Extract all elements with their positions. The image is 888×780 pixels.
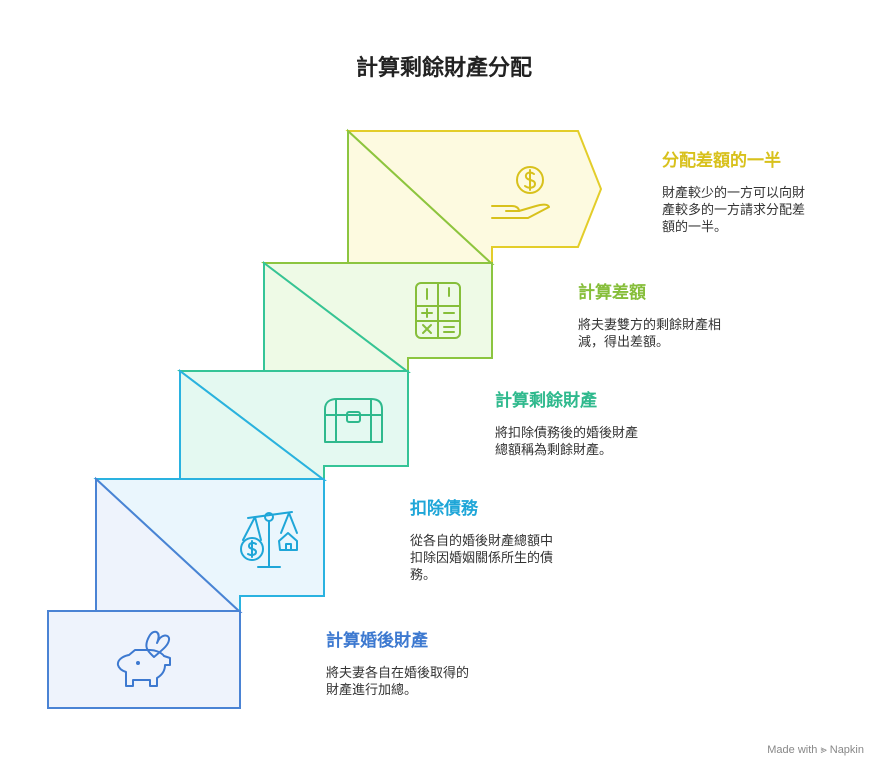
step-2-block — [93, 476, 325, 615]
step-2-desc-line: 從各自的婚後財產總額中 — [410, 534, 554, 549]
step-2-desc-line: 扣除因婚姻關係所生的債 — [410, 551, 554, 566]
step-1-block — [47, 610, 241, 709]
made-with-label: Made with — [767, 744, 818, 756]
step-1-desc-line: 將夫妻各自在婚後取得的 — [326, 666, 470, 681]
calculator-icon — [415, 282, 461, 339]
step-3-block — [177, 368, 409, 483]
diagram-title: 計算剩餘財產分配 — [355, 56, 532, 81]
step-3-desc-line: 總額稱為剩餘財產。 — [495, 443, 613, 458]
step-3-text: 計算剩餘財產 將扣除債務後的婚後財產 總額稱為剩餘財產。 — [495, 386, 775, 459]
step-4-desc-line: 將夫妻雙方的剩餘財產相 — [578, 318, 722, 333]
step-4-desc-line: 減，得出差額。 — [578, 335, 670, 350]
treasure-chest-icon — [324, 398, 383, 443]
step-3-description: 將扣除債務後的婚後財產 總額稱為剩餘財產。 — [495, 425, 775, 459]
step-4-heading: 計算差額 — [578, 283, 646, 303]
step-5-description: 財產較少的一方可以向財 產較多的一方請求分配差 額的一半。 — [662, 185, 888, 236]
scale-coin-house-icon — [240, 511, 298, 568]
step-5-desc-line: 產較多的一方請求分配差 — [662, 203, 806, 218]
step-4-description: 將夫妻雙方的剩餘財產相 減，得出差額。 — [578, 317, 858, 351]
step-5-desc-line: 財產較少的一方可以向財 — [662, 186, 806, 201]
step-1-text: 計算婚後財產 將夫妻各自在婚後取得的 財產進行加總。 — [326, 626, 606, 699]
step-1-description: 將夫妻各自在婚後取得的 財產進行加總。 — [326, 665, 606, 699]
step-1-heading: 計算婚後財產 — [326, 631, 428, 651]
napkin-brand-label: Napkin — [829, 744, 864, 756]
step-3-heading: 計算剩餘財產 — [495, 391, 597, 411]
napkin-watermark[interactable]: Made with ⪢ Napkin — [767, 744, 864, 757]
step-5-block — [345, 128, 603, 267]
step-5-text: 分配差額的一半 財產較少的一方可以向財 產較多的一方請求分配差 額的一半。 — [662, 146, 888, 236]
step-4-text: 計算差額 將夫妻雙方的剩餘財產相 減，得出差額。 — [578, 278, 858, 351]
piggy-bank-heart-icon — [116, 630, 171, 687]
step-4-block — [261, 260, 493, 375]
step-1-desc-line: 財產進行加總。 — [326, 683, 418, 698]
hand-coin-icon — [491, 166, 550, 219]
step-2-text: 扣除債務 從各自的婚後財產總額中 扣除因婚姻關係所生的債 務。 — [410, 494, 690, 584]
step-5-desc-line: 額的一半。 — [662, 220, 728, 235]
step-2-desc-line: 務。 — [410, 568, 437, 583]
step-3-desc-line: 將扣除債務後的婚後財產 — [495, 426, 639, 441]
step-2-heading: 扣除債務 — [410, 499, 478, 519]
step-2-description: 從各自的婚後財產總額中 扣除因婚姻關係所生的債 務。 — [410, 533, 690, 584]
napkin-logo-icon: ⪢ — [820, 744, 827, 756]
step-5-heading: 分配差額的一半 — [662, 151, 781, 171]
